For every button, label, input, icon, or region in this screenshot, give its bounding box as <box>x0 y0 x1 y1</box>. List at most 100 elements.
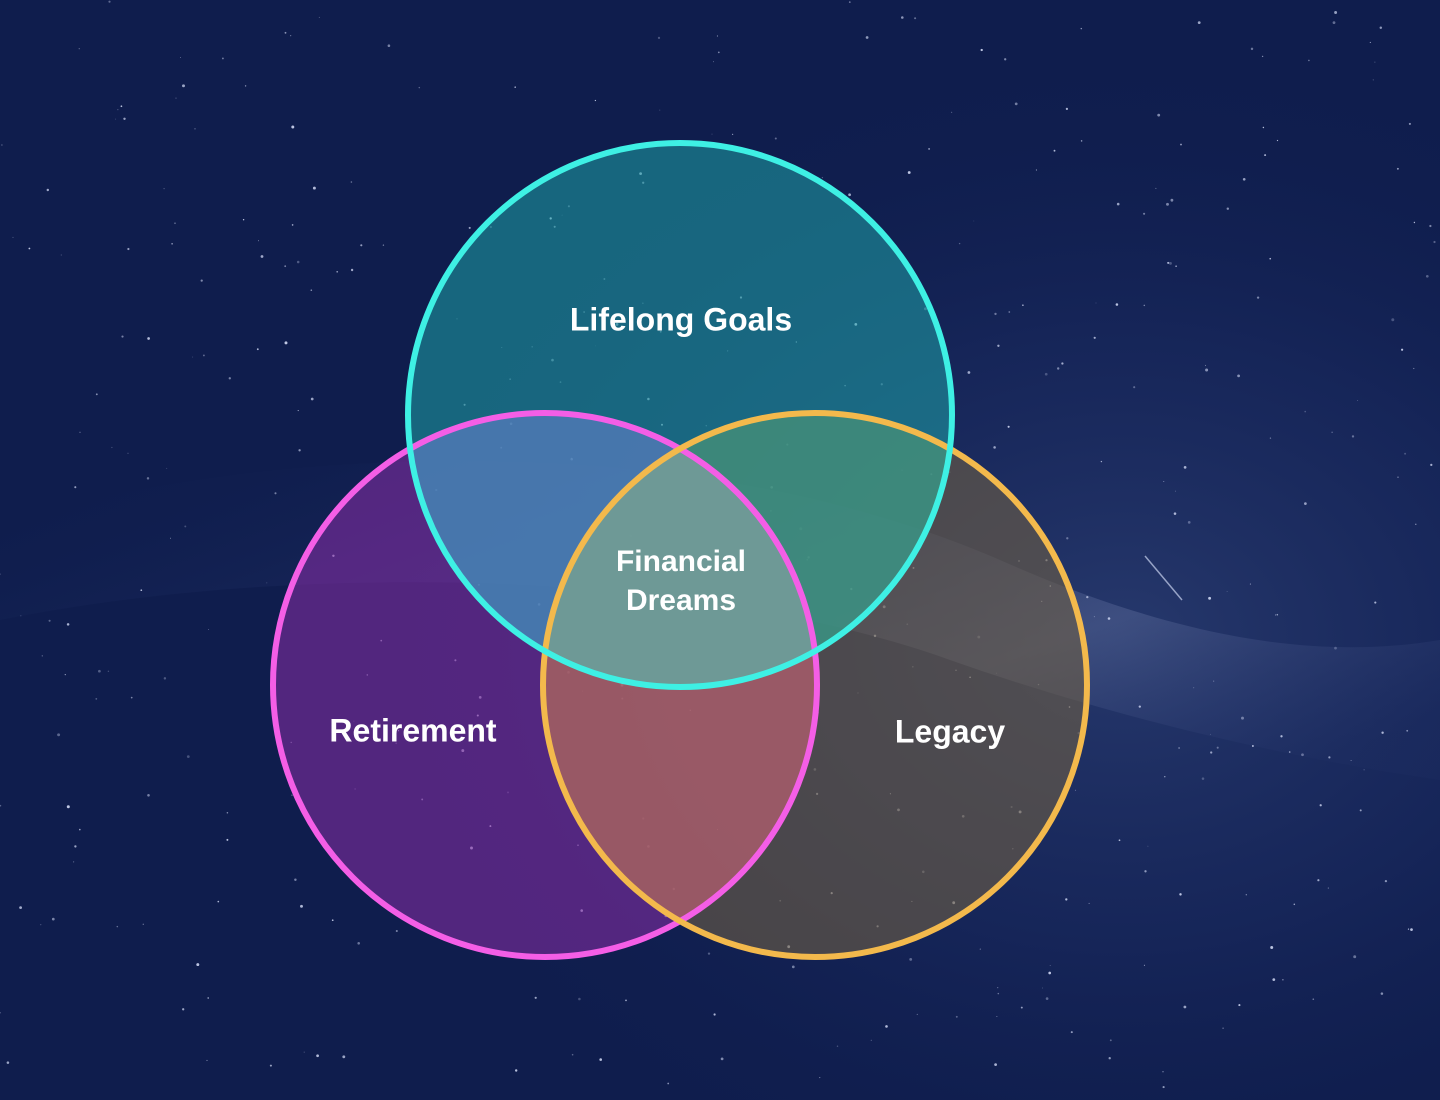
star <box>182 84 185 88</box>
star <box>1226 591 1228 592</box>
star <box>1276 613 1279 616</box>
star <box>256 348 259 351</box>
star <box>1288 751 1291 753</box>
star <box>0 1012 1 1014</box>
star <box>1162 1071 1164 1073</box>
star <box>468 226 471 229</box>
star <box>1280 735 1283 738</box>
star <box>111 446 113 449</box>
star <box>1406 729 1409 732</box>
star <box>64 673 66 676</box>
star <box>1108 1057 1111 1060</box>
star <box>266 582 268 584</box>
star <box>171 243 173 245</box>
star <box>48 619 51 622</box>
star <box>1187 521 1191 524</box>
star <box>310 289 313 291</box>
star <box>1256 296 1260 299</box>
star <box>1118 839 1121 842</box>
star <box>980 48 983 52</box>
star <box>993 446 996 449</box>
star <box>1319 804 1322 807</box>
star <box>1155 187 1157 189</box>
star <box>200 279 203 282</box>
star <box>146 477 150 480</box>
star <box>716 35 718 37</box>
star <box>1372 79 1374 81</box>
star <box>1008 311 1011 313</box>
star <box>1197 21 1201 24</box>
star <box>1250 47 1254 51</box>
star <box>395 929 398 933</box>
star <box>1384 879 1388 883</box>
star <box>1167 261 1170 264</box>
star <box>1004 58 1007 61</box>
star <box>6 1061 10 1064</box>
star <box>979 948 981 950</box>
star <box>720 1057 724 1061</box>
star <box>1430 463 1433 467</box>
star <box>40 924 42 926</box>
star <box>186 755 190 758</box>
shooting-star <box>1144 555 1183 601</box>
star <box>74 845 77 848</box>
star <box>274 492 277 495</box>
star <box>117 109 119 111</box>
star <box>46 188 50 192</box>
star <box>79 431 81 433</box>
star <box>1115 303 1119 306</box>
star <box>1100 460 1103 463</box>
star <box>184 525 187 528</box>
star <box>294 878 297 881</box>
star <box>571 1053 574 1056</box>
star <box>228 377 231 380</box>
star <box>1381 731 1384 734</box>
star <box>657 36 661 40</box>
star <box>659 109 661 111</box>
star <box>360 244 363 247</box>
star <box>296 260 300 264</box>
star <box>60 254 62 256</box>
star <box>78 48 80 50</box>
star <box>1245 894 1247 896</box>
star <box>0 804 2 807</box>
star <box>774 137 777 140</box>
star <box>95 393 98 396</box>
star <box>1363 769 1365 771</box>
star <box>1116 202 1120 206</box>
star <box>836 1045 839 1047</box>
star <box>1109 1039 1112 1042</box>
star <box>318 16 320 18</box>
star <box>996 1016 998 1017</box>
star <box>115 118 117 120</box>
star <box>1282 978 1284 981</box>
star <box>79 828 81 831</box>
star <box>1057 367 1060 370</box>
star <box>74 486 77 489</box>
star <box>958 242 961 245</box>
star <box>1351 435 1355 438</box>
star <box>51 917 55 921</box>
star <box>202 354 205 357</box>
star <box>901 16 904 19</box>
star <box>1178 747 1180 749</box>
star <box>1163 481 1165 483</box>
star <box>192 356 194 358</box>
star <box>1144 870 1147 873</box>
star <box>1332 21 1336 24</box>
star <box>1044 372 1048 376</box>
star <box>382 244 385 246</box>
star <box>163 677 167 680</box>
star <box>994 1063 997 1066</box>
star <box>848 193 851 197</box>
star <box>1014 102 1018 106</box>
star <box>1317 879 1320 882</box>
star <box>578 997 581 1001</box>
star <box>95 698 98 700</box>
star <box>885 1025 888 1028</box>
star <box>127 452 129 454</box>
star <box>1350 759 1352 762</box>
star <box>221 57 224 60</box>
star <box>1174 490 1177 492</box>
star <box>1226 207 1230 210</box>
